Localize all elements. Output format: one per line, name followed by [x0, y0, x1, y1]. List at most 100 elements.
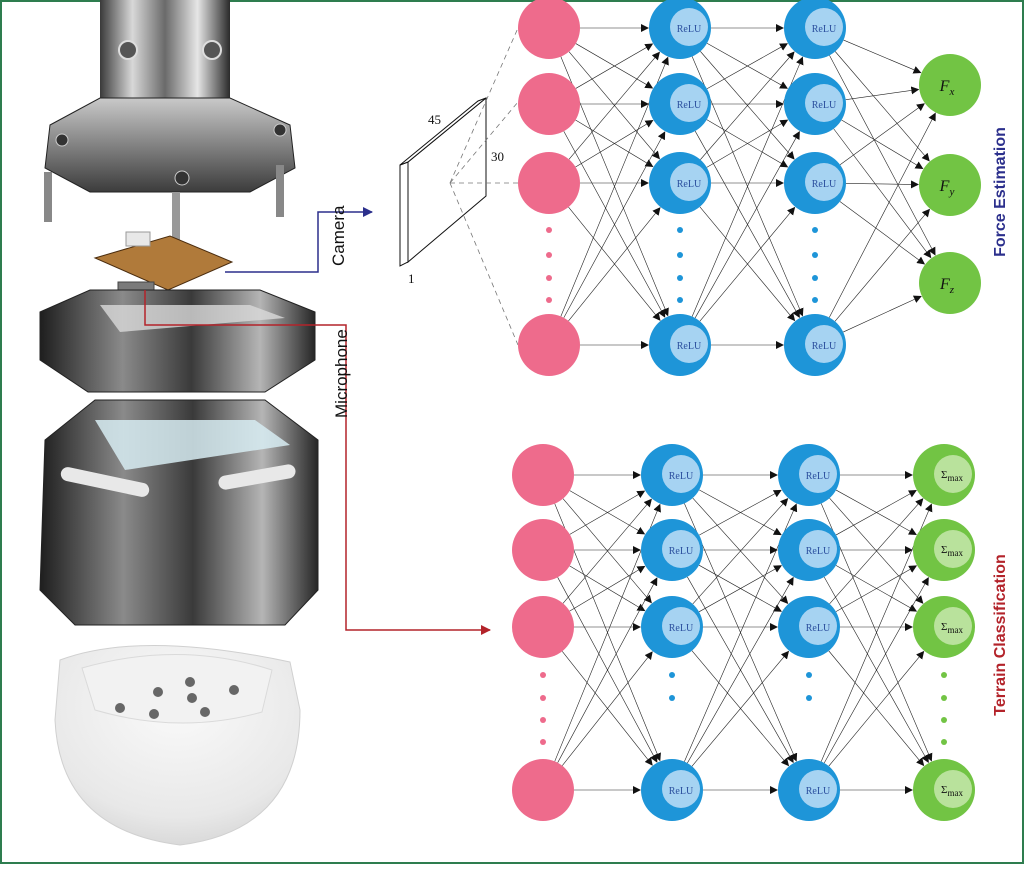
relu-label: ReLU: [677, 341, 702, 352]
output-node-inner: [934, 770, 972, 808]
connection-edge: [562, 651, 653, 766]
terrain-classification-label: Terrain Classification: [992, 554, 1009, 716]
connection-edge: [694, 130, 800, 318]
connection-edge: [569, 490, 646, 535]
output-node: [919, 54, 981, 116]
image-depth-label: 1: [408, 271, 415, 286]
hidden-node-inner: [799, 607, 837, 645]
image-slab-top: [399, 97, 487, 166]
connection-edge: [706, 119, 789, 168]
connection-edge: [691, 650, 790, 767]
input-node: [518, 314, 580, 376]
ellipsis-dot: [546, 297, 552, 303]
hidden-node-inner: [799, 455, 837, 493]
connection-edge: [562, 498, 652, 604]
connection-edge: [829, 497, 924, 604]
terrain-classification-network: ReLUReLUReLUReLUReLUReLUReLUReLUΣmaxΣmax…: [512, 444, 975, 821]
connection-edge: [692, 497, 789, 604]
relu-label: ReLU: [806, 786, 831, 797]
camera-connector: [225, 207, 373, 273]
marker-dot: [229, 685, 239, 695]
connection-edge: [691, 56, 804, 317]
marker-dot: [185, 677, 195, 687]
hidden-node-inner: [670, 325, 708, 363]
hidden-node-inner: [662, 455, 700, 493]
ellipsis-dot: [546, 227, 552, 233]
output-node: [919, 154, 981, 216]
connection-edge: [575, 119, 654, 167]
relu-label: ReLU: [812, 100, 837, 111]
ellipsis-dot: [540, 695, 546, 701]
connection-edge: [706, 119, 789, 168]
output-node: [919, 252, 981, 314]
flange-screw: [55, 133, 69, 147]
marker-dot: [200, 707, 210, 717]
connection-edge: [834, 51, 930, 162]
image-width-label: 45: [428, 112, 441, 127]
relu-label: ReLU: [669, 623, 694, 634]
connection-edge: [845, 180, 920, 189]
connection-edge: [828, 650, 925, 767]
bolt: [172, 192, 180, 254]
hidden-node-inner: [799, 770, 837, 808]
relu-label: ReLU: [669, 546, 694, 557]
input-node: [518, 73, 580, 135]
image-slab-side: [399, 161, 409, 267]
connection-edge: [829, 112, 936, 318]
ellipsis-dot: [669, 672, 675, 678]
connection-edge: [829, 498, 924, 605]
connection-edge: [692, 498, 789, 605]
housing-slot: [218, 464, 296, 490]
connection-edge: [700, 51, 795, 160]
ellipsis-dot: [941, 717, 947, 723]
ellipsis-dot: [812, 275, 818, 281]
relu-label: ReLU: [812, 179, 837, 190]
connection-edge: [829, 55, 936, 256]
ellipsis-dot: [941, 739, 947, 745]
image-height-label: 30: [491, 149, 504, 164]
connection-edge: [698, 564, 782, 612]
bolt: [276, 165, 284, 217]
marker-dot: [149, 709, 159, 719]
output-node-inner: [934, 530, 972, 568]
connection-edge: [575, 43, 654, 89]
connection-edge: [835, 565, 918, 612]
connection-edge: [569, 565, 646, 612]
foot-cavity: [81, 654, 273, 724]
connection-edge: [843, 295, 922, 333]
hidden-node-inner: [670, 163, 708, 201]
connection-edge: [699, 489, 782, 536]
hidden-node-inner: [805, 163, 843, 201]
connection-edge: [835, 565, 918, 612]
input-node: [512, 519, 574, 581]
relu-label: ReLU: [677, 179, 702, 190]
connection-edge: [839, 201, 926, 265]
connection-edge: [823, 577, 929, 764]
relu-label: ReLU: [669, 786, 694, 797]
input-node: [512, 596, 574, 658]
connection-edge: [575, 120, 654, 168]
connection-edge: [568, 51, 660, 160]
connection-edge: [839, 103, 925, 166]
input-node: [512, 444, 574, 506]
connection-edge: [575, 43, 654, 89]
ellipsis-dot: [677, 297, 683, 303]
ellipsis-dot: [677, 252, 683, 258]
ellipsis-dot: [669, 695, 675, 701]
connection-edge: [563, 131, 666, 318]
softmax-label: Σmax: [941, 784, 963, 798]
relu-label: ReLU: [806, 546, 831, 557]
bolt: [44, 172, 52, 222]
output-node-inner: [934, 607, 972, 645]
connection-edge: [820, 503, 933, 762]
housing: [39, 399, 319, 626]
ellipsis-dot: [546, 275, 552, 281]
relu-label: ReLU: [669, 471, 694, 482]
hidden-node-inner: [805, 84, 843, 122]
hidden-node-inner: [805, 325, 843, 363]
hidden-node-inner: [662, 770, 700, 808]
ellipsis-dot: [806, 695, 812, 701]
connection-edge: [687, 576, 794, 764]
